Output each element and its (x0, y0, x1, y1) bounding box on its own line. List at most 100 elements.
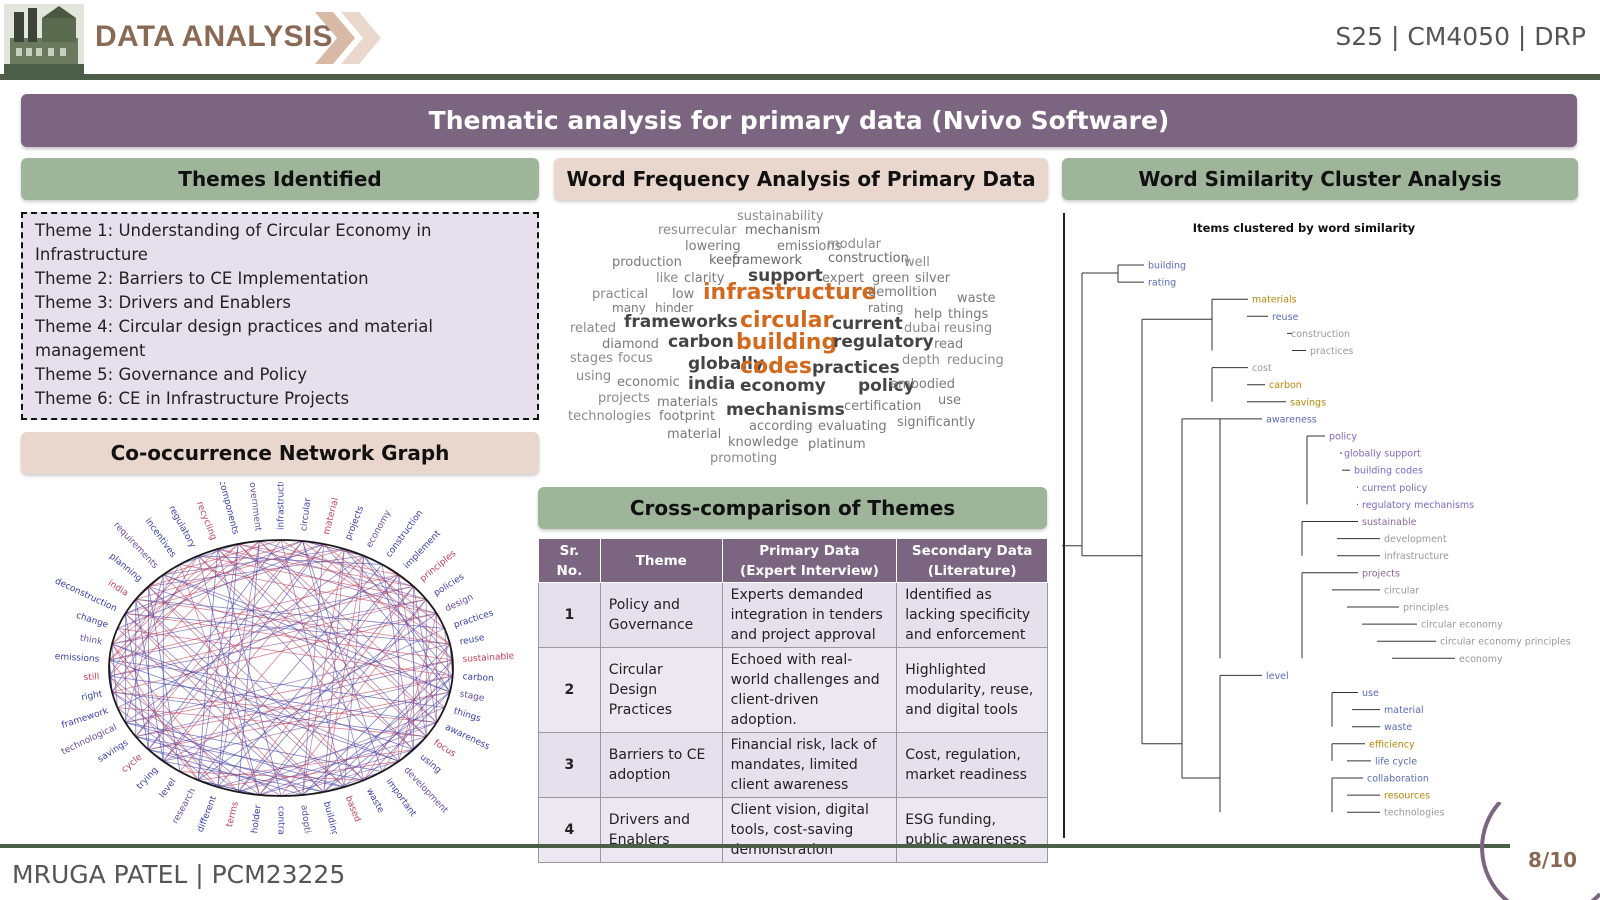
network-edge (217, 548, 282, 797)
word-cloud-term: evaluating (818, 419, 887, 434)
dendrogram-leaf-label: construction (1291, 329, 1350, 340)
network-node-label: research (171, 787, 199, 826)
network-edge (198, 555, 383, 565)
dendrogram-leaf-label: policy (1329, 432, 1357, 443)
dendrogram-leaf-label: use (1362, 688, 1379, 699)
network-node-label: cycle (120, 752, 145, 775)
cell-no: 1 (538, 582, 601, 648)
page-title: Thematic analysis for primary data (Nviv… (21, 94, 1577, 147)
page-arc-decoration (1480, 802, 1600, 900)
network-edge (197, 548, 219, 781)
network-node-label: stage (459, 689, 486, 704)
word-cloud-term: keep (709, 253, 741, 268)
network-edge (323, 543, 451, 645)
word-cloud-term: lowering (685, 239, 741, 254)
word-cloud-term: green (872, 271, 910, 286)
network-edge (163, 574, 453, 677)
network-edge (302, 548, 345, 796)
word-cloud-term: rating (868, 301, 904, 315)
word-cloud-term: many (612, 301, 646, 315)
network-edge (109, 543, 239, 677)
cell-primary: Experts demanded integration in tenders … (721, 582, 898, 648)
word-cloud-term: focus (618, 351, 653, 366)
word-cloud-term: resurrecular (658, 223, 737, 238)
dendrogram-leaf-label: circular economy principles (1440, 637, 1571, 648)
cell-primary: Client vision, digital tools, cost-savin… (721, 797, 898, 863)
dendrogram-leaf-label: regulatory mechanisms (1362, 500, 1474, 511)
network-edge (323, 771, 383, 793)
word-cloud-term: mechanism (745, 223, 821, 238)
themes-heading: Themes Identified (21, 158, 539, 200)
word-cloud-term: using (576, 369, 612, 384)
word-cloud-term: circular (740, 308, 834, 333)
dendrogram-leaf-label: reuse (1272, 312, 1299, 323)
cell-theme: Policy and Governance (599, 582, 723, 648)
network-edge (111, 643, 399, 762)
network-edge (125, 555, 365, 723)
dendrogram-leaf-label: waste (1384, 722, 1412, 733)
cluster-dendrogram: Items clustered by word similarity build… (1062, 221, 1571, 819)
dendrogram-leaf-label: globally support (1344, 449, 1421, 460)
word-cloud-term: well (904, 255, 930, 270)
network-edge (117, 574, 399, 708)
network-edge (162, 574, 365, 781)
network-edge (398, 613, 438, 762)
network-node-label: still (83, 672, 99, 683)
network-edge (444, 628, 451, 693)
network-edge (197, 543, 239, 781)
theme-item: Theme 1: Understanding of Circular Econo… (35, 221, 432, 264)
word-cloud-term: reducing (947, 353, 1004, 368)
word-cloud-term: projects (598, 391, 650, 406)
word-cloud-term: production (612, 255, 682, 270)
word-cloud-term: depth (902, 353, 940, 368)
word-cloud-term: waste (957, 291, 996, 306)
network-edge (217, 548, 414, 587)
word-cloud-term: knowledge (728, 435, 799, 450)
word-cloud-term: stages (570, 351, 613, 366)
network-edge (302, 540, 365, 781)
word-cloud-term: reusing (944, 321, 993, 336)
network-edge (237, 574, 400, 793)
word-cloud-term: promoting (710, 451, 778, 466)
network-edge (302, 540, 383, 772)
network-edge (237, 543, 427, 737)
cell-no: 3 (538, 732, 601, 798)
network-edge (109, 659, 399, 762)
network-edge (198, 555, 427, 600)
network-node-label: reuse (459, 633, 486, 648)
dendrogram-leaf-label: practices (1310, 346, 1353, 357)
network-edge (111, 613, 437, 693)
network-node-label: adoption (298, 804, 313, 834)
dendrogram-leaf-label: savings (1290, 397, 1326, 408)
table-row: 1 Policy and Governance Experts demanded… (538, 582, 1048, 648)
word-cloud-term: construction (828, 251, 909, 266)
network-edge (109, 613, 437, 677)
word-cloud-term: use (938, 393, 962, 408)
theme-item: Theme 6: CE in Infrastructure Projects (35, 389, 350, 408)
theme-item: Theme 3: Drivers and Enablers (35, 293, 291, 312)
network-edge (109, 540, 260, 661)
network-node-label: components (217, 482, 241, 536)
dendrogram-leaf-label: awareness (1266, 414, 1317, 425)
network-edge (323, 555, 365, 793)
dendrogram-leaf-label: circular (1384, 585, 1419, 596)
network-edge (163, 548, 345, 576)
app-title: DATA ANALYSIS (95, 20, 333, 53)
theme-item: Theme 2: Barriers to CE Implementation (35, 269, 369, 288)
header: DATA ANALYSIS S25 | CM4050 | DRP (0, 0, 1600, 80)
network-edge (162, 543, 325, 762)
word-cloud-term: india (688, 374, 736, 394)
network-edge (238, 543, 399, 576)
dendrogram-leaf-label: sustainable (1362, 517, 1417, 528)
network-edge (125, 722, 383, 772)
word-cloud-term: read (934, 337, 964, 352)
network-edge (259, 540, 414, 587)
network-edge (111, 691, 239, 793)
word-cloud-term: sustainability (737, 209, 824, 224)
network-edge (197, 613, 437, 781)
network-node-label: design (444, 592, 475, 614)
network-node-label: different (196, 794, 220, 834)
word-cloud-term: expert (822, 271, 865, 286)
word-cloud-term: like (656, 271, 679, 286)
